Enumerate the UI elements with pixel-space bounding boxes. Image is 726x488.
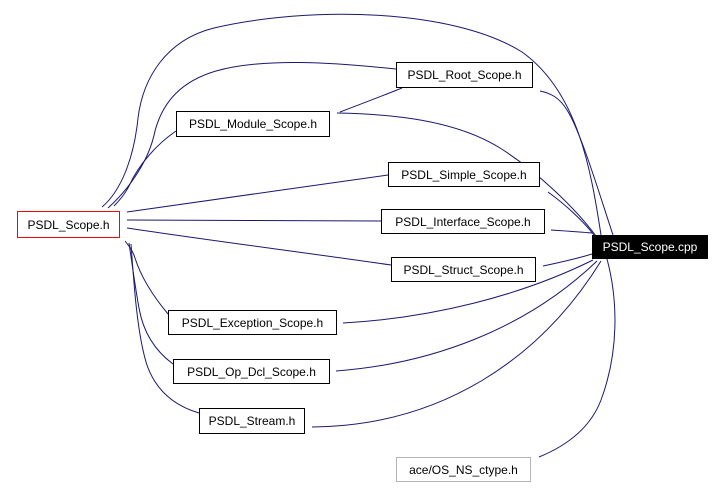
node-psdl-scope-cpp: PSDL_Scope.cpp — [592, 235, 708, 259]
node-psdl-op-dcl-scope-h[interactable]: PSDL_Op_Dcl_Scope.h — [173, 359, 330, 384]
edge-psdl-interface-scope-h-to-psdl-scope-h — [126, 219, 382, 222]
node-psdl-scope-h[interactable]: PSDL_Scope.h — [17, 211, 120, 238]
edge-psdl-scope-cpp-to-psdl-module-scope-h — [336, 112, 597, 237]
edge-psdl-scope-cpp-to-psdl-struct-scope-h — [542, 253, 593, 267]
edge-group — [101, 13, 616, 458]
edge-psdl-scope-cpp-to-psdl-interface-scope-h — [550, 229, 593, 234]
edge-psdl-scope-cpp-to-ace-os-ns-ctype-h — [538, 258, 616, 458]
edge-psdl-scope-cpp-to-psdl-root-scope-h — [539, 90, 614, 236]
edge-psdl-struct-scope-h-to-psdl-scope-h — [126, 227, 392, 266]
node-psdl-root-scope-h[interactable]: PSDL_Root_Scope.h — [396, 62, 533, 88]
node-psdl-interface-scope-h[interactable]: PSDL_Interface_Scope.h — [381, 209, 545, 234]
node-ace-os-ns-ctype-h: ace/OS_NS_ctype.h — [396, 457, 531, 482]
edge-psdl-scope-cpp-to-psdl-simple-scope-h — [547, 191, 595, 236]
edge-psdl-module-scope-h-to-psdl-scope-h — [113, 130, 177, 207]
edge-psdl-simple-scope-h-to-psdl-scope-h — [126, 174, 389, 213]
edge-psdl-stream-h-to-psdl-scope-h — [130, 243, 200, 414]
edge-psdl-scope-cpp-to-psdl-scope-h — [101, 13, 602, 236]
edge-psdl-scope-cpp-to-psdl-stream-h — [311, 260, 602, 428]
edge-psdl-exception-scope-h-to-psdl-scope-h — [124, 240, 169, 315]
edge-psdl-root-scope-h-to-psdl-scope-h — [107, 62, 397, 209]
node-psdl-module-scope-h[interactable]: PSDL_Module_Scope.h — [176, 111, 330, 137]
edge-psdl-op-dcl-scope-h-to-psdl-scope-h — [128, 242, 174, 365]
node-psdl-stream-h[interactable]: PSDL_Stream.h — [199, 408, 305, 434]
edge-psdl-scope-cpp-to-psdl-exception-scope-h — [342, 259, 594, 324]
node-psdl-exception-scope-h[interactable]: PSDL_Exception_Scope.h — [168, 310, 337, 335]
edge-psdl-root-scope-h-to-psdl-module-scope-h — [339, 87, 403, 113]
node-psdl-simple-scope-h[interactable]: PSDL_Simple_Scope.h — [388, 162, 540, 187]
edge-psdl-scope-cpp-to-psdl-op-dcl-scope-h — [335, 260, 598, 372]
node-psdl-struct-scope-h[interactable]: PSDL_Struct_Scope.h — [391, 257, 536, 282]
